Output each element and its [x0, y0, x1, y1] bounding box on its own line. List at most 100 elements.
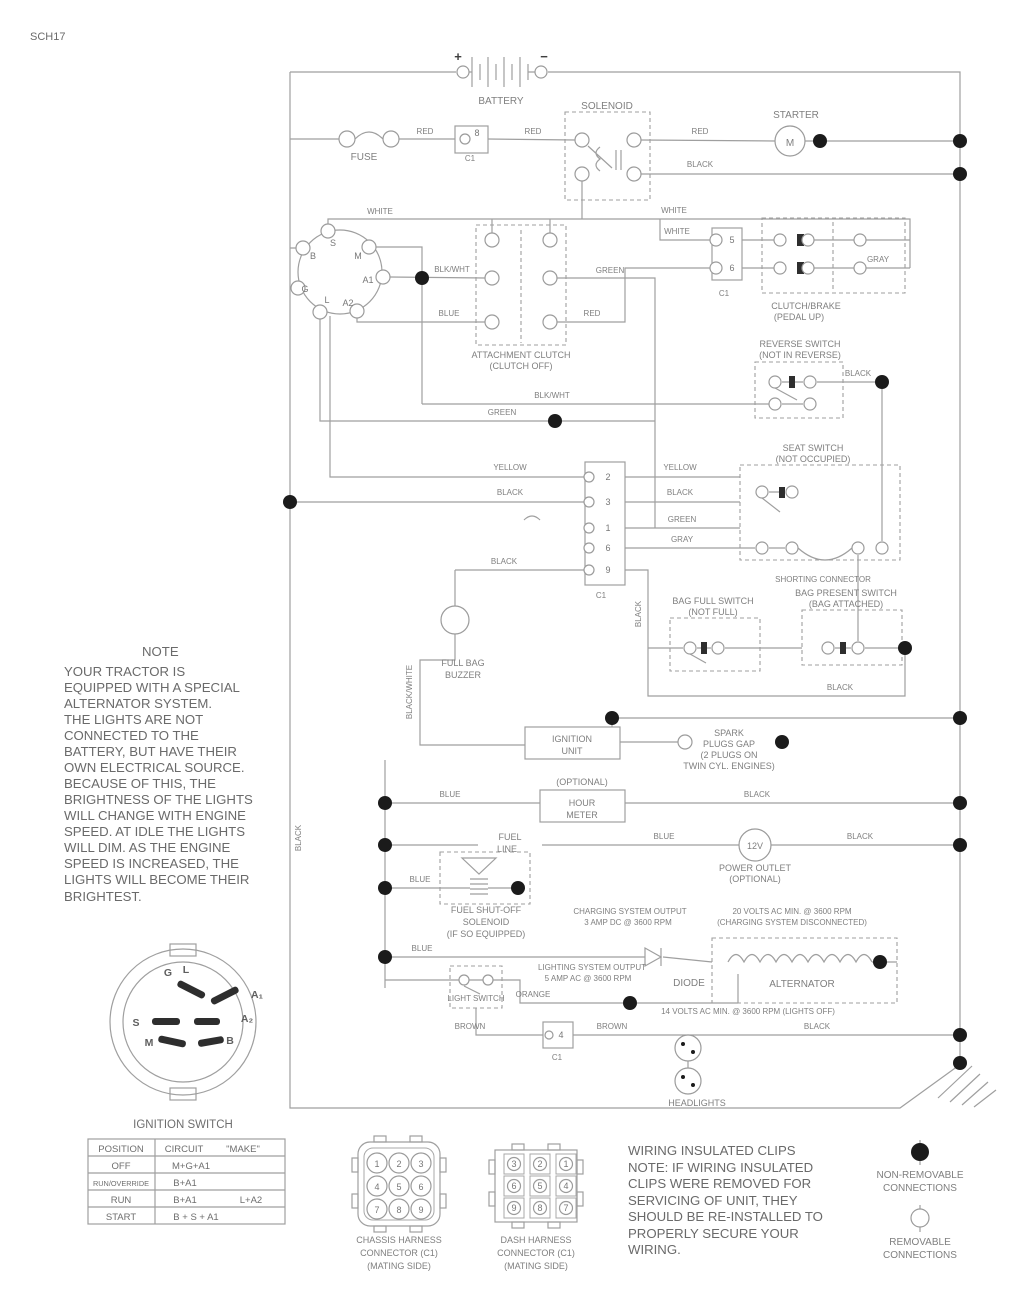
clutch-brake-label: CLUTCH/BRAKE: [771, 301, 841, 311]
note-line: OWN ELECTRICAL SOURCE.: [64, 760, 245, 775]
note-line: SPEED. AT IDLE THE LIGHTS: [64, 824, 245, 839]
wire-label-black: BLACK: [497, 488, 524, 497]
solenoid-label: SOLENOID: [581, 101, 633, 112]
light-switch-box: [449, 965, 503, 1009]
battery-terminal-minus: [534, 65, 548, 79]
starter-m-label: M: [786, 138, 794, 149]
wire-label-yellow: YELLOW: [663, 463, 697, 472]
pin-number: 8: [474, 128, 479, 138]
pin-number: 8: [537, 1203, 542, 1213]
wire-label-brown: BROWN: [455, 1022, 486, 1031]
lighting-output-spec: 5 AMP AC @ 3600 RPM: [545, 974, 632, 983]
power-outlet-symbol: [738, 828, 772, 862]
note-line: YOUR TRACTOR IS: [64, 664, 185, 679]
ignition-terminal-b: B: [310, 251, 316, 261]
removable-connection-symbol: [910, 1208, 930, 1228]
legend: NON-REMOVABLE CONNECTIONS REMOVABLE CONN…: [876, 1140, 964, 1261]
wire-label-black: BLACK: [744, 790, 771, 799]
wire-label-black: BLACK: [667, 488, 694, 497]
wire-label-white: WHITE: [664, 227, 690, 236]
spark-plugs-label: PLUGS GAP: [703, 739, 755, 749]
buzzer-label: BUZZER: [445, 670, 482, 680]
buzzer-symbol: [440, 605, 470, 635]
junction-dots: [283, 134, 967, 1070]
wire-label-blue: BLUE: [440, 790, 461, 799]
fuel-shutoff-label: FUEL SHUT-OFF: [451, 905, 522, 915]
seat-switch-label: SEAT SWITCH: [783, 443, 844, 453]
hour-meter-box: [539, 789, 626, 823]
power-outlet-label: POWER OUTLET: [719, 863, 792, 873]
dash-connector-caption: CONNECTOR (C1): [497, 1248, 575, 1258]
table-cell: B + S + A1: [173, 1212, 218, 1223]
table-cell: RUN/OVERRIDE: [93, 1179, 149, 1188]
fuel-shutoff-label: SOLENOID: [463, 917, 510, 927]
ignition-switch-caption: IGNITION SWITCH: [133, 1119, 233, 1131]
note-line: LIGHTS WILL BECOME THEIR: [64, 872, 249, 887]
connector-c1-pin56-box: [711, 227, 743, 281]
attachment-clutch-label: ATTACHMENT CLUTCH: [472, 350, 571, 360]
pin-number: 8: [396, 1205, 401, 1215]
starter-motor-symbol: [774, 125, 806, 157]
wire-label-black: BLACK: [294, 824, 303, 851]
detail-terminal-a1: A₁: [251, 989, 263, 1001]
ignition-terminal-s: S: [330, 238, 336, 248]
pin-number: 2: [396, 1159, 401, 1169]
table-cell: L+A2: [240, 1195, 262, 1206]
attachment-clutch-box: [475, 224, 567, 346]
wire-label-black: BLACK: [687, 160, 714, 169]
wire-label-black: BLACK: [634, 600, 643, 627]
note-line: SPEED IS INCREASED, THE: [64, 856, 239, 871]
connector-c1-pin8-box: [454, 125, 489, 154]
clips-note-line: NOTE: IF WIRING INSULATED: [628, 1160, 813, 1175]
pin-number: 4: [558, 1030, 563, 1040]
hour-meter-label: HOUR: [569, 798, 596, 808]
table-cell: B+A1: [173, 1195, 197, 1206]
pin-number: 6: [729, 263, 734, 273]
wire-label-orange: ORANGE: [516, 990, 551, 999]
spark-plugs-label: TWIN CYL. ENGINES): [683, 761, 775, 771]
alternator-label: ALTERNATOR: [769, 979, 835, 990]
sheet-id: SCH17: [30, 31, 65, 43]
clips-note: WIRING INSULATED CLIPS NOTE: IF WIRING I…: [628, 1143, 823, 1257]
note-line: WILL CHANGE WITH ENGINE: [64, 808, 246, 823]
detail-terminal-b: B: [226, 1035, 234, 1047]
clips-note-line: SHOULD BE RE-INSTALLED TO: [628, 1209, 823, 1224]
wire-label-blackwhite: BLACK/WHITE: [405, 665, 414, 719]
labels: SCH17 + − BATTERY SOLENOID STARTER M FUS…: [30, 31, 897, 1108]
bag-full-switch-box: [669, 617, 761, 672]
wire-label-red: RED: [525, 127, 542, 136]
bag-full-switch-state: (NOT FULL): [688, 607, 737, 617]
headlight-symbol: [674, 1067, 702, 1095]
battery-label: BATTERY: [478, 96, 524, 107]
solenoid-box: [564, 111, 651, 201]
note-line: BRIGHTNESS OF THE LIGHTS: [64, 792, 253, 807]
spark-plug-terminal: [677, 734, 693, 750]
power-outlet-voltage: 12V: [747, 841, 763, 851]
wire-label-red: RED: [584, 309, 601, 318]
starter-label: STARTER: [773, 110, 819, 121]
note-line: WILL DIM. AS THE ENGINE: [64, 840, 231, 855]
wire-label-blue: BLUE: [410, 875, 431, 884]
legend-non-removable: NON-REMOVABLE: [876, 1170, 963, 1181]
pin-number: 6: [418, 1182, 423, 1192]
light-switch-label: LIGHT SWITCH: [447, 994, 504, 1003]
attachment-clutch-state: (CLUTCH OFF): [490, 361, 553, 371]
wire-label-green: GREEN: [488, 408, 517, 417]
pin-number: 9: [418, 1205, 423, 1215]
legend-removable: CONNECTIONS: [883, 1250, 957, 1261]
pin-number: 5: [537, 1181, 542, 1191]
detail-terminal-g: G: [164, 967, 172, 979]
pin-number: 7: [563, 1203, 568, 1213]
wire-label-blue: BLUE: [412, 944, 433, 953]
non-removable-connection-symbol: [911, 1143, 929, 1161]
fuse-label: FUSE: [351, 152, 378, 163]
table-cell: OFF: [112, 1161, 131, 1172]
table-cell: M+G+A1: [172, 1161, 210, 1172]
wire-label-green: GREEN: [596, 266, 625, 275]
dash-connector-caption: (MATING SIDE): [504, 1261, 568, 1271]
clutch-brake-state: (PEDAL UP): [774, 312, 824, 322]
table-cell: START: [106, 1212, 136, 1223]
connector-label: C1: [465, 154, 476, 163]
